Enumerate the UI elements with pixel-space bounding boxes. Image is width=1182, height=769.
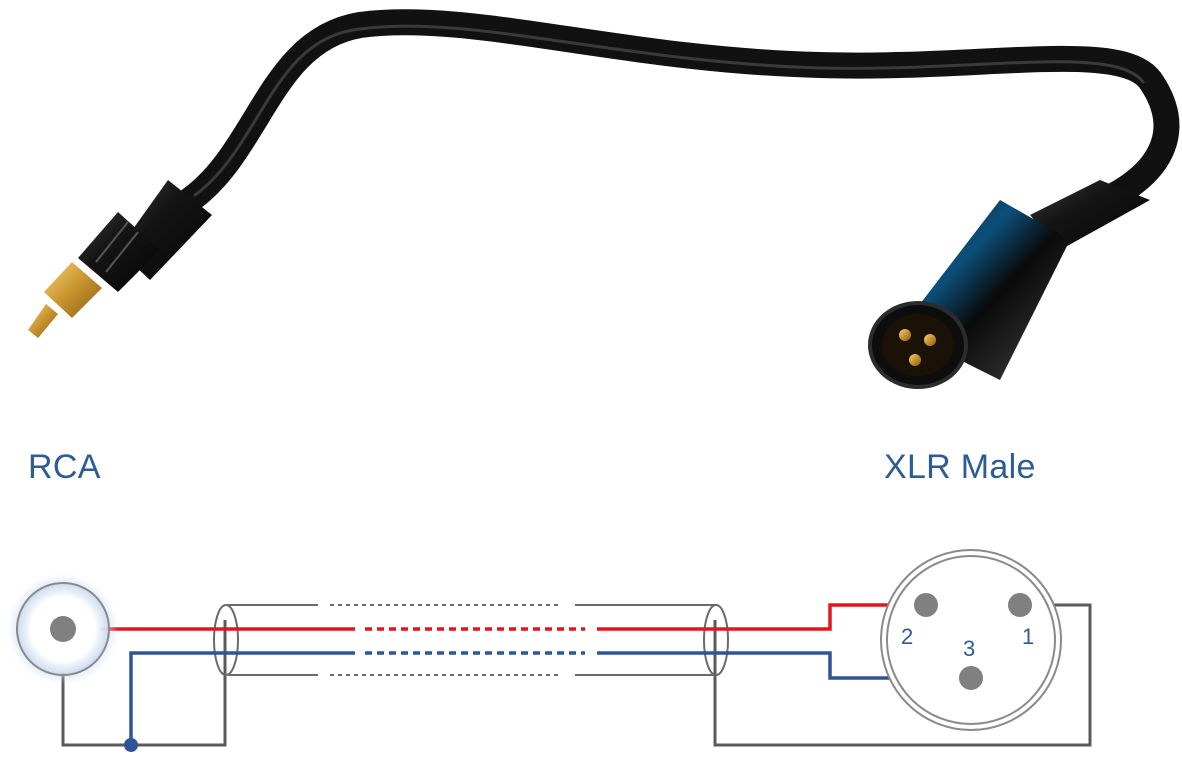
xlr-strain-relief <box>1030 180 1150 250</box>
jacket-end-left <box>213 604 239 676</box>
signal-wire <box>63 603 926 631</box>
rca-shield-drop <box>61 620 227 747</box>
xlr-plug <box>868 180 1150 389</box>
xlr-pin-3-label: 3 <box>963 636 975 661</box>
xlr-socket-symbol: 2 3 1 <box>880 549 1062 731</box>
xlr-pin-2 <box>914 593 938 617</box>
jacket-end-right <box>703 604 729 676</box>
xlr-photo-pin <box>924 334 936 346</box>
rca-jack-symbol <box>13 579 113 679</box>
ground-wire <box>129 651 970 745</box>
xlr-pin-1-label: 1 <box>1022 624 1034 649</box>
rca-jack-center <box>50 616 76 642</box>
ground-junction-dot <box>124 738 138 752</box>
rca-plug <box>28 180 212 338</box>
rca-body-ridge <box>95 221 129 263</box>
xlr-pin-3 <box>959 666 983 690</box>
cable-jacket <box>213 604 729 676</box>
xlr-photo-pin <box>899 329 911 341</box>
xlr-shield-return <box>713 603 1092 747</box>
xlr-photo-pin <box>909 354 921 366</box>
cable-cord <box>177 9 1180 213</box>
xlr-male-label: XLR Male <box>884 448 1036 486</box>
rca-label: RCA <box>28 448 101 486</box>
rca-body <box>78 212 160 292</box>
wiring-diagram: 2 3 1 <box>13 549 1092 752</box>
xlr-front-inner <box>882 314 954 376</box>
rca-gold-pin <box>28 304 58 338</box>
xlr-pin-2-label: 2 <box>901 624 913 649</box>
cable-cord-highlight <box>193 24 1145 197</box>
shield-wiring <box>61 603 1092 747</box>
xlr-pin-1 <box>1008 593 1032 617</box>
rca-body-ridge <box>105 231 139 273</box>
xlr-socket-inner <box>886 555 1056 725</box>
cable-illustration <box>28 9 1180 389</box>
rca-gold-sleeve <box>44 262 102 318</box>
ground-wire-left <box>129 651 355 745</box>
signal-wire-right <box>597 603 926 631</box>
